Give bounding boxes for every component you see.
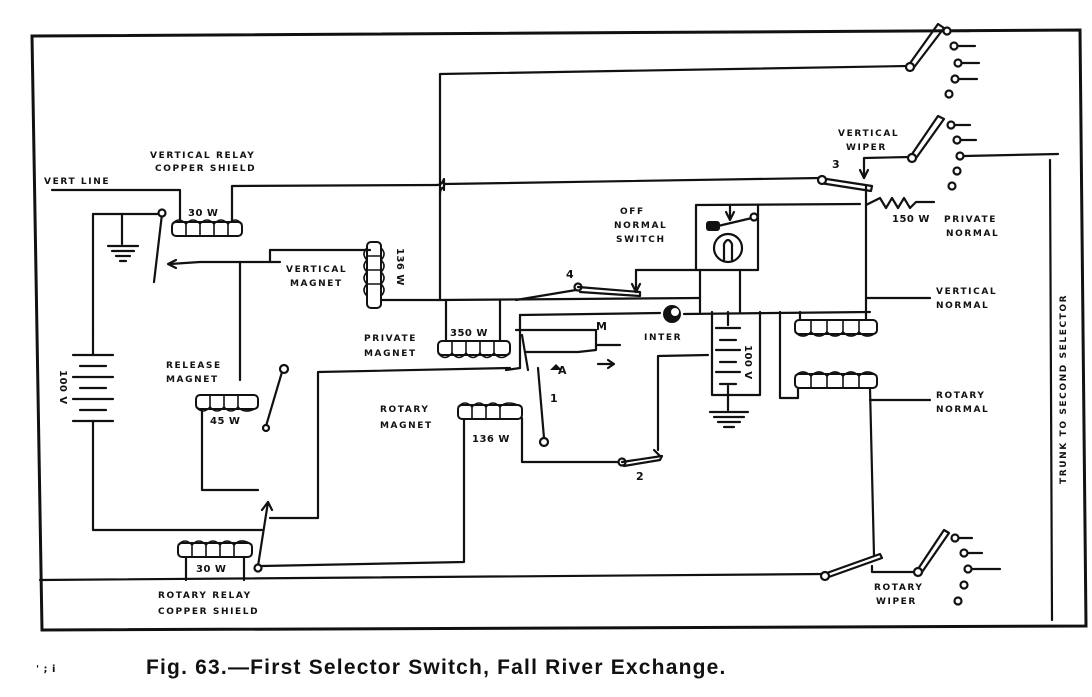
label-vertical-magnet: VERTICAL [286, 265, 347, 275]
private-normal-resistor [864, 196, 936, 210]
label-rotary-magnet-2: MAGNET [380, 421, 433, 431]
vertical-relay-coil [171, 219, 243, 237]
vertical-magnet-coil [363, 241, 385, 309]
label-contact-3: 3 [832, 158, 840, 171]
label-vertical-magnet-2: MAGNET [290, 279, 343, 289]
label-contact-m: M [596, 320, 607, 333]
rotary-wiper-bank [819, 528, 1002, 606]
vertical-wiper-bank [858, 114, 1060, 191]
label-contact-a: A [558, 364, 567, 377]
diagram-frame [30, 28, 1088, 632]
label-rotary-magnet: ROTARY [380, 405, 430, 415]
label-vertical-normal-2: NORMAL [936, 301, 989, 311]
label-release-magnet: RELEASE [166, 361, 222, 371]
private-wiper-bank [438, 22, 981, 302]
label-contact-1: 1 [550, 392, 558, 405]
label-vertical-relay: VERTICAL RELAY [150, 151, 255, 161]
label-left-battery: 100 V [57, 370, 68, 405]
value-vertical-relay: 30 W [188, 208, 218, 219]
private-magnet-coil [437, 340, 511, 359]
value-rotary-relay: 30 W [196, 564, 226, 575]
value-rotary-magnet: 136 W [472, 434, 510, 445]
label-vertical-normal: VERTICAL [936, 287, 997, 297]
contact-2-switch [520, 416, 664, 468]
label-off-normal: OFF [620, 207, 645, 217]
label-off-normal-2: NORMAL [614, 221, 667, 231]
rotary-magnet-coil [457, 402, 523, 420]
value-private-normal: 150 W [892, 214, 930, 225]
label-off-normal-3: SWITCH [616, 235, 666, 245]
vert-line-circuit [50, 174, 874, 224]
label-contact-2: 2 [636, 470, 644, 483]
label-private-normal: PRIVATE [944, 215, 997, 225]
value-vertical-magnet: 136 W [394, 248, 405, 286]
rotary-normal-coil [794, 371, 878, 389]
left-ground-switch [91, 208, 282, 332]
label-release-magnet-2: MAGNET [166, 375, 219, 385]
figure-caption-marks: ' ; i [36, 664, 56, 675]
label-contact-4: 4 [566, 268, 574, 281]
label-vertical-wiper: VERTICAL [838, 129, 899, 139]
rotary-relay-coil [177, 540, 253, 558]
contact-4-switch [514, 268, 702, 302]
label-rotary-relay: ROTARY RELAY [158, 591, 252, 601]
label-vert-line: VERT LINE [44, 177, 110, 187]
label-trunk: TRUNK TO SECOND SELECTOR [1059, 294, 1069, 484]
label-private-magnet: PRIVATE [364, 334, 417, 344]
label-private-magnet-2: MAGNET [364, 349, 417, 359]
left-battery [71, 328, 264, 532]
value-release-magnet: 45 W [210, 416, 240, 427]
label-rotary-normal: ROTARY [936, 391, 986, 401]
label-vertical-relay-shield: COPPER SHIELD [155, 164, 256, 174]
label-vertical-wiper-2: WIPER [846, 143, 887, 153]
label-rotary-relay-shield: COPPER SHIELD [158, 607, 259, 617]
trunk-line [1048, 158, 1054, 622]
off-normal-switch [694, 202, 862, 314]
value-private-magnet: 350 W [450, 328, 488, 339]
label-rotary-wiper-2: WIPER [876, 597, 917, 607]
label-rotary-normal-2: NORMAL [936, 405, 989, 415]
label-private-normal-2: NORMAL [946, 229, 999, 239]
interrupter [504, 305, 872, 448]
vertical-normal-coil [794, 319, 878, 337]
label-inter: INTER [644, 333, 682, 343]
label-center-battery: 100 V [742, 345, 753, 380]
center-battery [656, 310, 762, 452]
label-rotary-wiper: ROTARY [874, 583, 924, 593]
figure-caption: Fig. 63.—First Selector Switch, Fall Riv… [146, 656, 727, 679]
release-magnet-coil [195, 394, 259, 412]
